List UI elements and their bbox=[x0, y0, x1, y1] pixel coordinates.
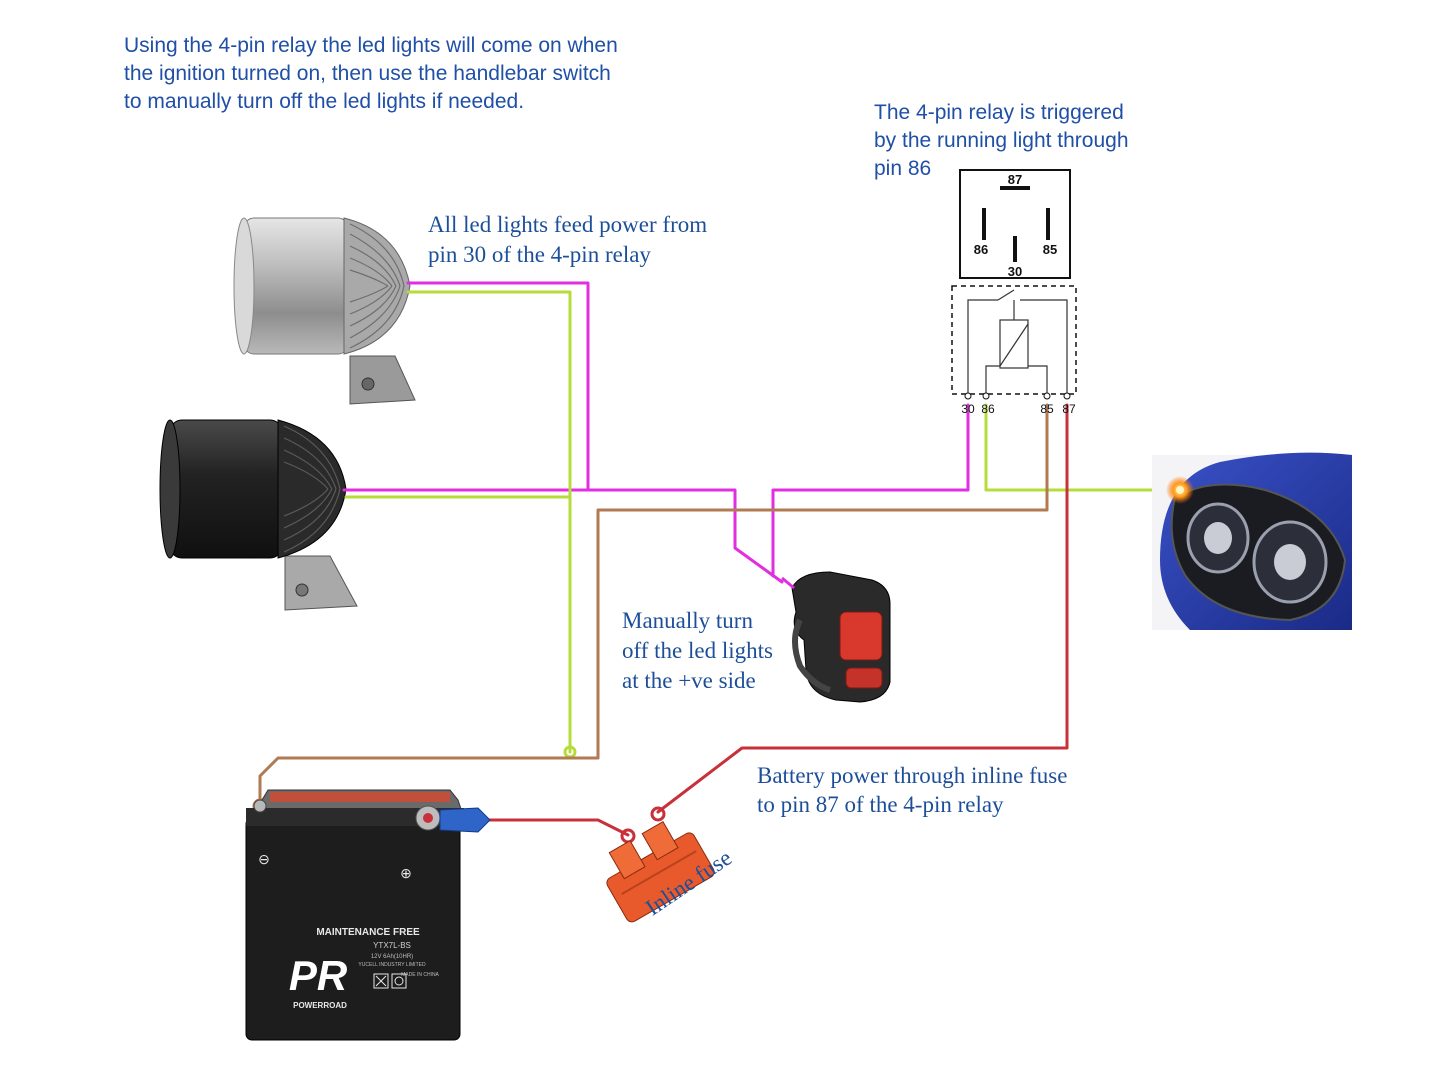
mount-bolt-icon bbox=[295, 583, 309, 597]
switch-note: Manually turn off the led lights at the … bbox=[622, 606, 773, 696]
relay-trigger-note-line: by the running light through bbox=[874, 129, 1129, 152]
handlebar-switch bbox=[781, 571, 891, 703]
battery-maintenance-label: MAINTENANCE FREE bbox=[316, 927, 420, 938]
mount-bolt-icon bbox=[361, 377, 375, 391]
led-feed-note-line: pin 30 of the 4-pin relay bbox=[428, 242, 651, 267]
battery-spec-label: 12V 6Ah(10HR) bbox=[371, 954, 413, 960]
motorbike-headlight bbox=[1152, 452, 1352, 630]
relay-pinout-86: 86 bbox=[974, 242, 988, 257]
relay-pinout: 87 86 85 30 bbox=[959, 169, 1071, 279]
battery: ⊖ ⊕ MAINTENANCE FREE YTX7L-BS 12V 6Ah(10… bbox=[245, 789, 491, 1041]
led-light-black bbox=[159, 419, 358, 611]
intro-note-line: the ignition turned on, then use the han… bbox=[124, 62, 611, 85]
led-feed-note-line: All led lights feed power from bbox=[428, 212, 708, 237]
inline-fuse bbox=[606, 821, 715, 923]
battery-plus-symbol: ⊕ bbox=[400, 865, 412, 881]
relay-schematic: 30 86 85 87 bbox=[951, 285, 1077, 416]
intro-note: Using the 4-pin relay the led lights wil… bbox=[124, 32, 618, 116]
relay-pinout-85: 85 bbox=[1043, 242, 1057, 257]
switch-note-line: off the led lights bbox=[622, 638, 773, 663]
wire-magenta-light1 bbox=[406, 281, 590, 492]
battery-feed-note-line: Battery power through inline fuse bbox=[757, 763, 1068, 788]
wire-red-battery bbox=[486, 818, 630, 837]
switch-button-icon bbox=[839, 611, 883, 661]
battery-warning-icons bbox=[373, 973, 407, 989]
wire-red-relay87 bbox=[656, 403, 1069, 814]
battery-maker-label: YUCELL INDUSTRY LIMITED bbox=[358, 962, 426, 968]
negative-terminal-icon bbox=[253, 799, 267, 813]
relay-pinout-30: 30 bbox=[1008, 264, 1022, 279]
relay-trigger-note-line: The 4-pin relay is triggered bbox=[874, 101, 1124, 124]
relay-pin-85: 85 bbox=[1040, 402, 1054, 416]
wire-magenta-light2 bbox=[342, 488, 784, 584]
relay-pin-30: 30 bbox=[961, 402, 975, 416]
ring-connector-icon bbox=[439, 807, 491, 833]
battery-feed-note: Battery power through inline fuse to pin… bbox=[757, 761, 1067, 819]
relay-pin-87: 87 bbox=[1062, 402, 1076, 416]
relay-trigger-note: The 4-pin relay is triggered by the runn… bbox=[874, 99, 1129, 183]
wires bbox=[252, 281, 1172, 844]
led-light-silver bbox=[233, 217, 416, 405]
relay-pinout-87: 87 bbox=[1008, 172, 1022, 187]
intro-note-line: Using the 4-pin relay the led lights wil… bbox=[124, 34, 618, 57]
led-feed-note: All led lights feed power from pin 30 of… bbox=[428, 210, 707, 270]
battery-feed-note-line: to pin 87 of the 4-pin relay bbox=[757, 792, 1004, 817]
switch-note-line: Manually turn bbox=[622, 608, 753, 633]
relay-pin-86: 86 bbox=[981, 402, 995, 416]
wire-magenta-relay30 bbox=[771, 403, 970, 578]
switch-note-line: at the +ve side bbox=[622, 668, 756, 693]
battery-minus-symbol: ⊖ bbox=[258, 851, 270, 867]
battery-logo: PR bbox=[289, 952, 348, 999]
wire-green-relay86 bbox=[984, 403, 1172, 492]
battery-brand: POWERROAD bbox=[293, 1001, 347, 1010]
relay-trigger-note-line: pin 86 bbox=[874, 157, 932, 180]
wire-brown-relay85 bbox=[258, 403, 1049, 808]
battery-origin-label: MADE IN CHINA bbox=[401, 972, 439, 978]
wire-green-light1 bbox=[406, 290, 572, 754]
battery-model-label: YTX7L-BS bbox=[373, 941, 411, 950]
intro-note-line: to manually turn off the led lights if n… bbox=[124, 90, 525, 113]
